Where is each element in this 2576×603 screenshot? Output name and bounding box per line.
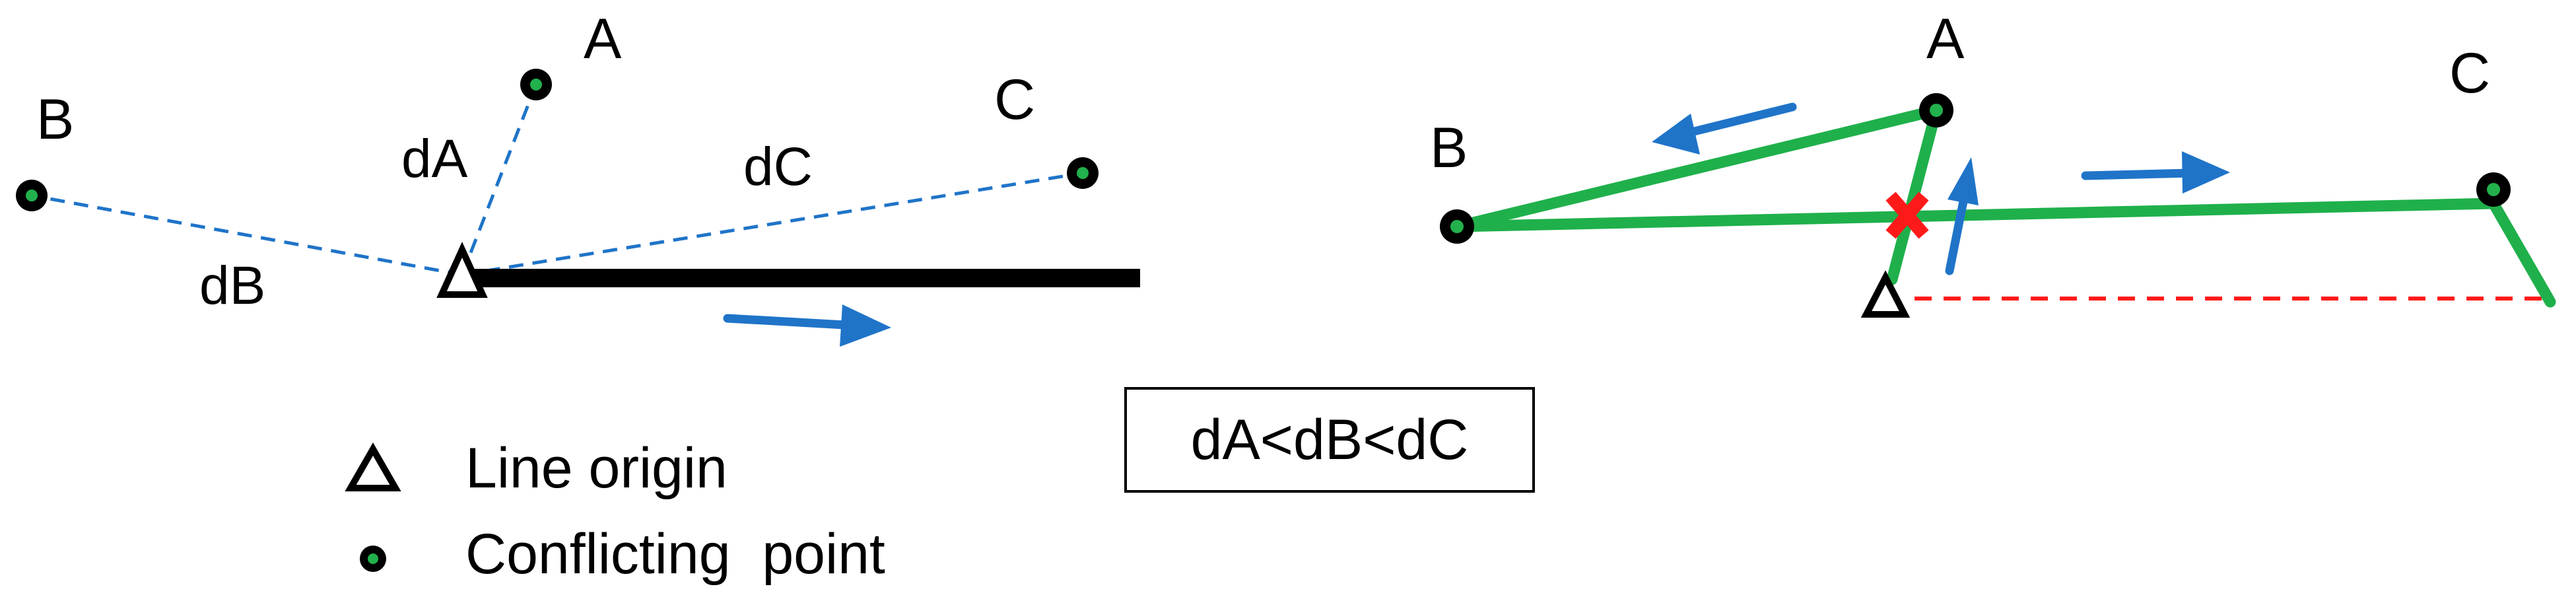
distance-label-db: dB xyxy=(199,256,265,316)
left-diagram: A B C dA dB dC xyxy=(16,7,1140,347)
comparison-text: dA<dB<dC xyxy=(1191,408,1469,472)
right-label-b: B xyxy=(1430,116,1468,180)
green-route xyxy=(1451,104,2556,308)
distance-line-b xyxy=(31,194,463,277)
distance-label-da: dA xyxy=(401,129,468,189)
arrow-left-icon xyxy=(1652,102,1797,155)
distance-line-a xyxy=(460,84,538,275)
conflict-point-b xyxy=(16,180,48,211)
distance-label-dc: dC xyxy=(743,137,813,197)
legend-triangle-icon xyxy=(345,442,401,491)
right-conflict-point-a xyxy=(1919,93,1953,127)
direction-arrow-icon xyxy=(723,304,891,347)
legend-line-origin-label: Line origin xyxy=(465,437,728,500)
right-line-origin-icon xyxy=(1860,270,1911,318)
arrow-up-icon xyxy=(1945,157,1979,275)
distance-line-c xyxy=(461,171,1083,277)
comparison-box: dA<dB<dC xyxy=(1124,387,1535,493)
red-x-icon xyxy=(1885,192,1929,239)
left-label-c: C xyxy=(994,68,1035,131)
legend-conflict-point-icon xyxy=(360,546,386,572)
right-label-a: A xyxy=(1926,7,1965,71)
conflict-point-a xyxy=(520,69,552,100)
right-conflict-point-b xyxy=(1440,209,1474,244)
left-label-b: B xyxy=(36,88,74,151)
line-origin-icon xyxy=(436,241,488,298)
right-label-c: C xyxy=(2449,42,2490,105)
legend: Line origin Conflicting point xyxy=(345,437,885,586)
legend-conflicting-point-label: Conflicting point xyxy=(465,522,885,586)
right-diagram: A B C xyxy=(1430,7,2556,318)
conflict-point-c xyxy=(1067,157,1099,189)
arrow-right-icon xyxy=(2081,151,2230,194)
left-label-a: A xyxy=(584,7,622,71)
right-conflict-point-c xyxy=(2476,172,2511,207)
